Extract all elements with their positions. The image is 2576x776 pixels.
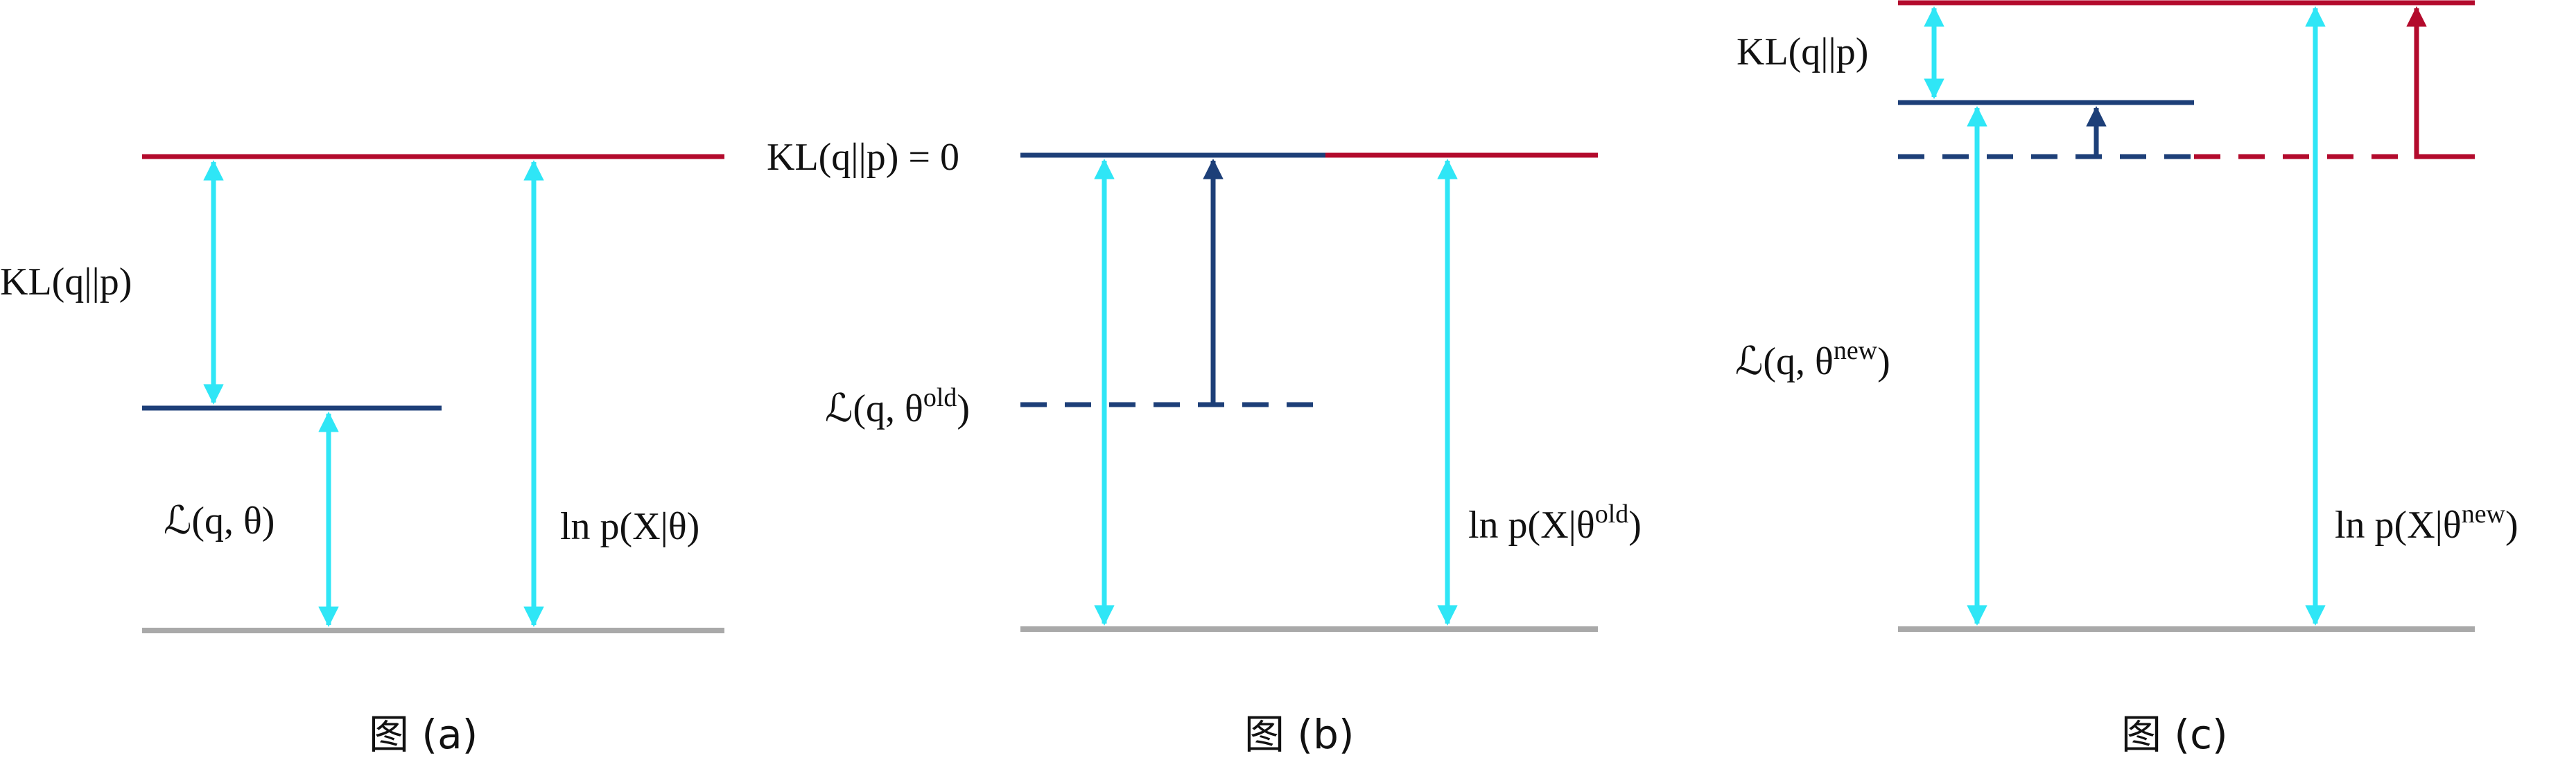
panel-a: KL(q||p) ℒ(q, θ) ln p(X|θ) 图 (a) xyxy=(0,154,724,758)
kl-label: KL(q||p) xyxy=(1737,30,1868,73)
caption-b: 图 (b) xyxy=(1244,711,1355,758)
caption-a: 图 (a) xyxy=(369,711,478,758)
lower-bound-label: ℒ(q, θ) xyxy=(164,500,275,543)
panel-c: KL(q||p) ℒ(q, θnew) ln p(X|θnew) 图 (c) xyxy=(1735,0,2518,758)
panel-b: KL(q||p) = 0 ℒ(q, θold) ln p(X|θold) 图 (… xyxy=(767,136,1642,758)
log-likelihood-label: ln p(X|θold) xyxy=(1468,500,1642,547)
log-likelihood-label: ln p(X|θ) xyxy=(560,505,699,548)
old-lower-bound-label: ℒ(q, θold) xyxy=(825,383,970,430)
kl-zero-label: KL(q||p) = 0 xyxy=(767,136,959,179)
log-likelihood-label: ln p(X|θnew) xyxy=(2335,500,2518,547)
caption-c: 图 (c) xyxy=(2121,711,2228,758)
new-lower-bound-label: ℒ(q, θnew) xyxy=(1735,336,1890,383)
log-likelihood-increase-arrow xyxy=(2406,6,2475,159)
kl-label: KL(q||p) xyxy=(0,261,132,303)
